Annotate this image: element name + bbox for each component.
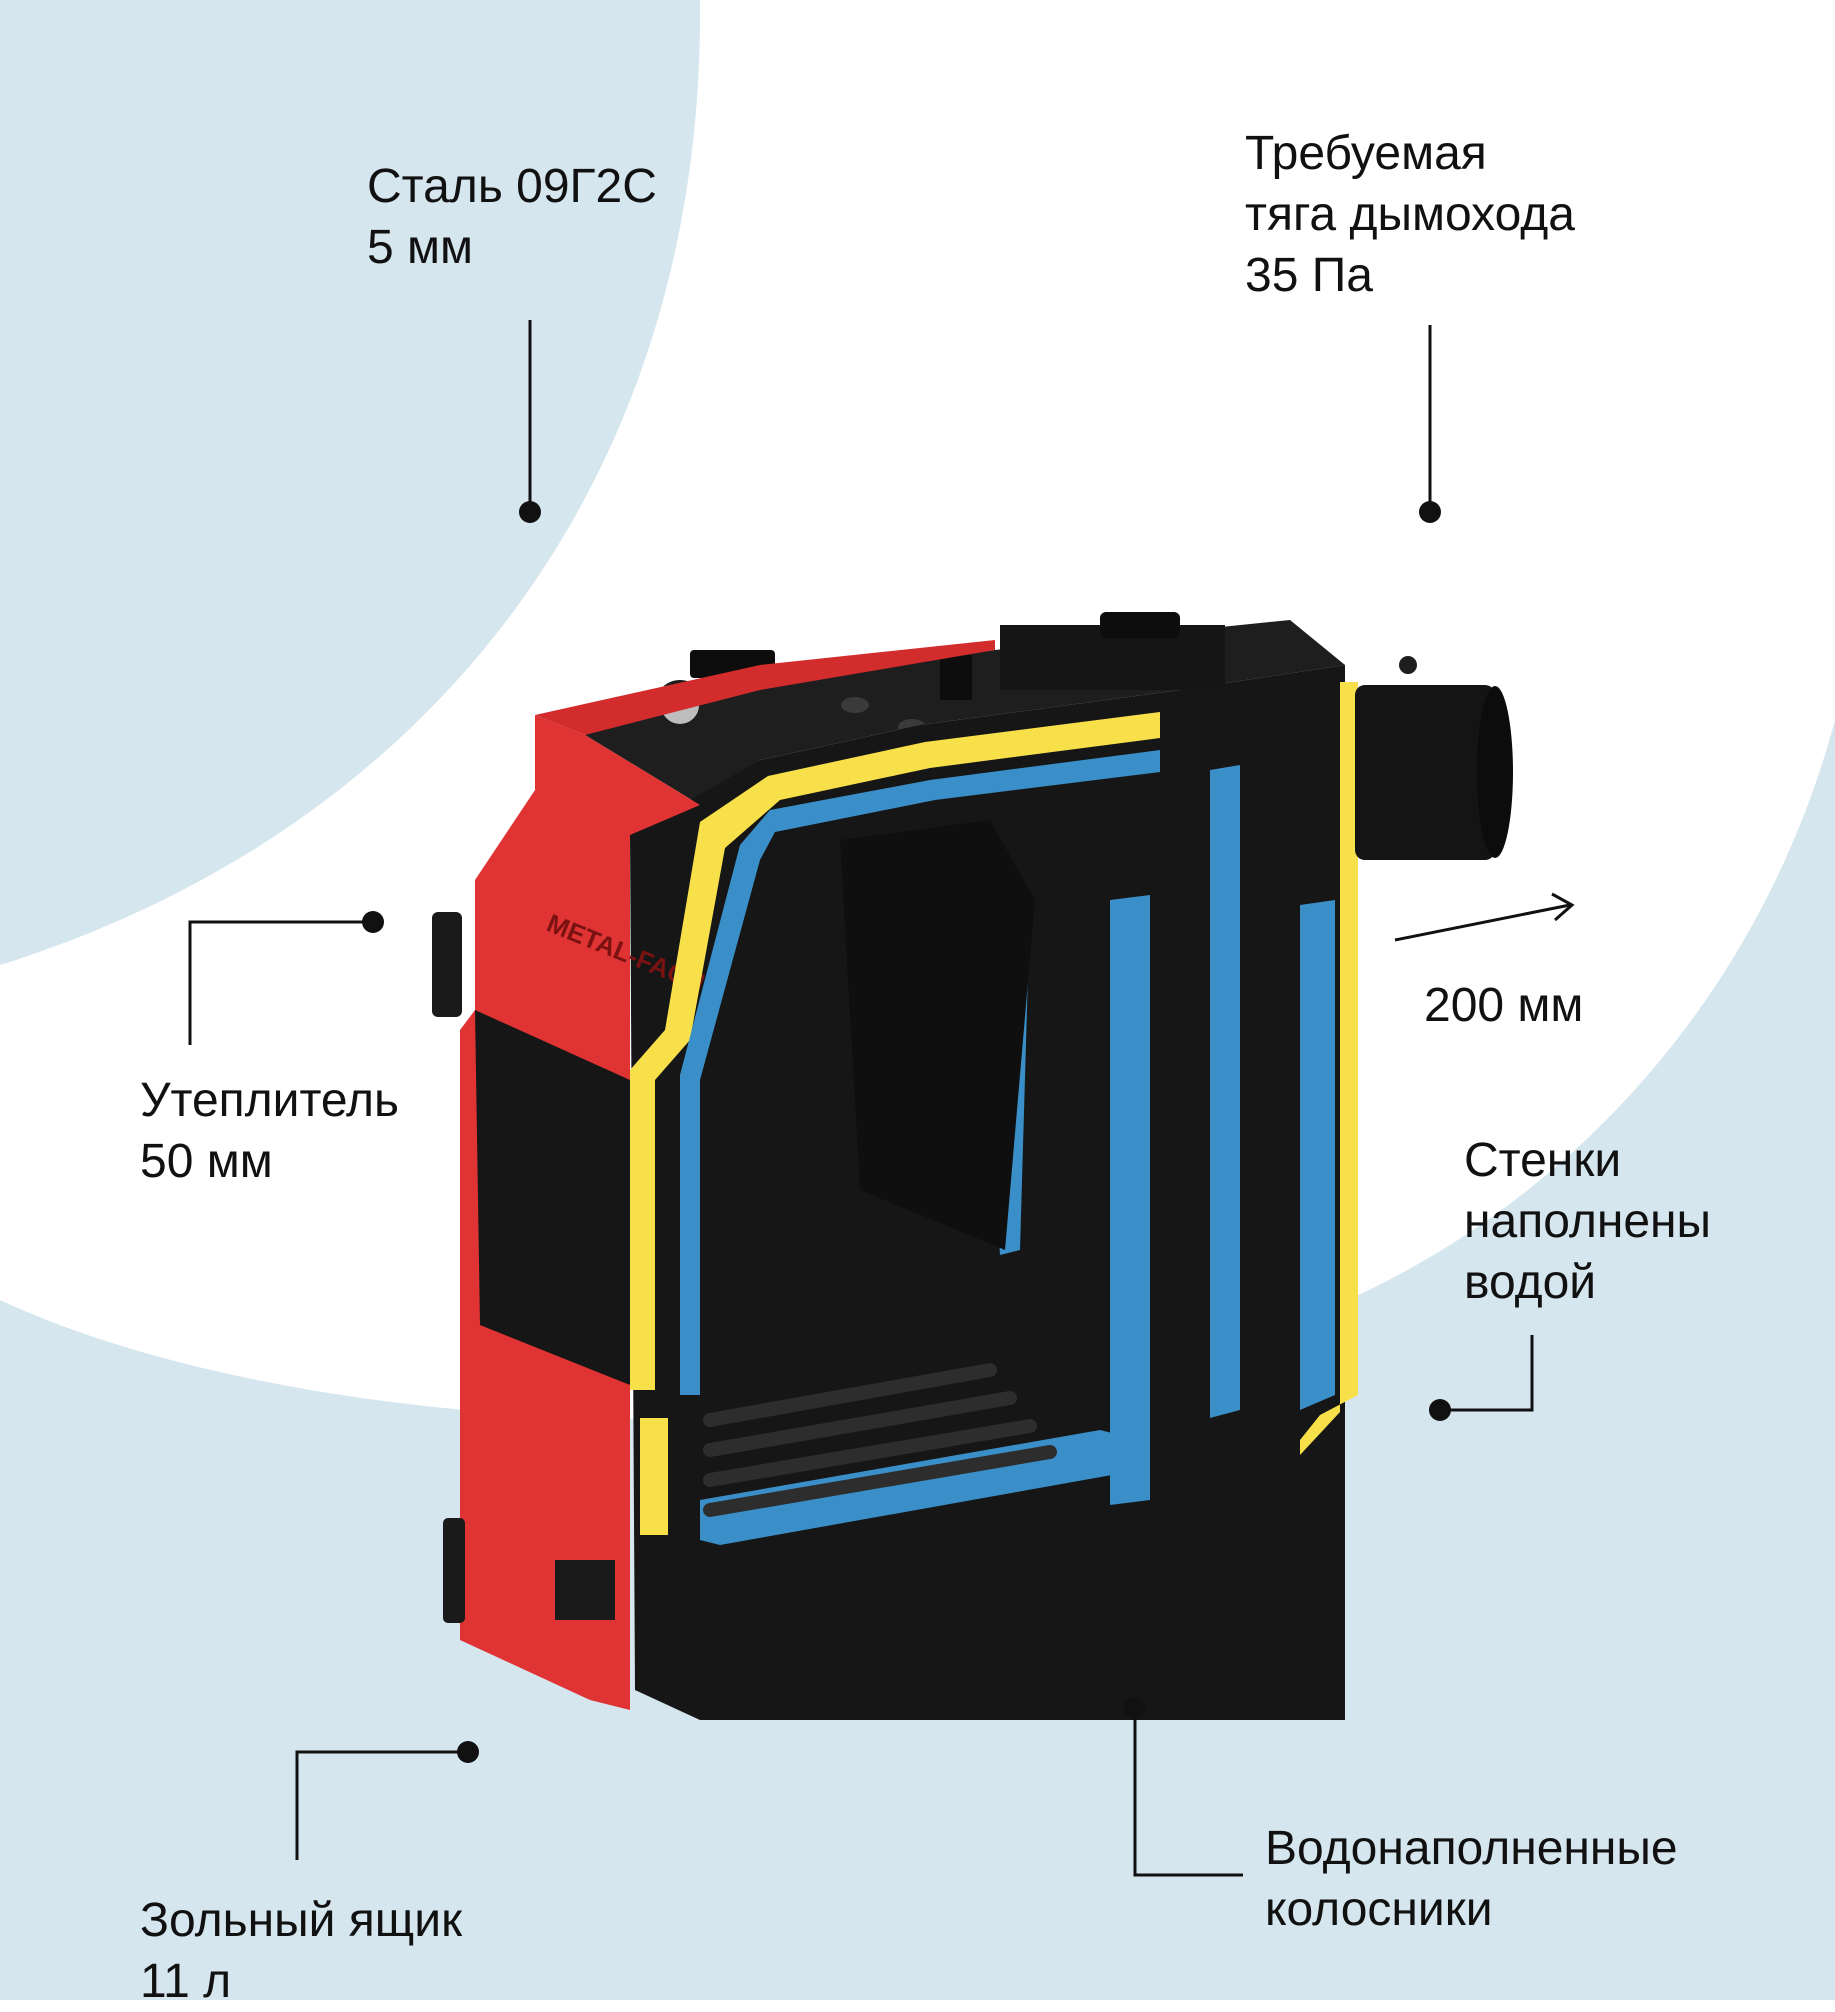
dot-marker	[457, 1741, 479, 1763]
boiler-top-handle	[1100, 612, 1180, 638]
label-line: 11 л	[140, 1955, 232, 2008]
label-line: колосники	[1265, 1883, 1493, 1936]
leader-line-ash	[295, 1750, 468, 1860]
leader-dots	[362, 501, 1451, 1763]
label-insulation: Утеплитель 50 мм	[140, 1070, 399, 1192]
label-line: Зольный ящик	[140, 1894, 463, 1947]
label-steel-thickness: Сталь 09Г2С 5 мм	[367, 156, 657, 278]
insulation-layer-right	[1300, 682, 1358, 1455]
label-line: Стенки	[1464, 1134, 1622, 1187]
boiler-cutaway: METAL-FACH	[432, 612, 1513, 1720]
label-line: водой	[1464, 1256, 1597, 1309]
dot-marker	[1429, 1399, 1451, 1421]
water-jacket-right	[1300, 900, 1335, 1410]
label-line: наполнены	[1464, 1195, 1712, 1248]
dot-marker	[1124, 1697, 1146, 1719]
label-ash-box: Зольный ящик 11 л	[140, 1890, 462, 2012]
dot-marker	[362, 911, 384, 933]
leader-line-insulation	[188, 920, 373, 1045]
label-line: Требуемая	[1245, 127, 1487, 180]
flue-arrow-line	[1394, 903, 1571, 942]
label-line: Сталь 09Г2С	[367, 160, 657, 213]
flue-pipe-end	[1477, 686, 1513, 858]
boiler-ash-handle	[443, 1518, 465, 1623]
leader-lines	[188, 320, 1575, 1877]
boiler-door-handle	[432, 912, 462, 1017]
label-line: Утеплитель	[140, 1074, 400, 1127]
insulation-layer-lower	[640, 1418, 668, 1535]
boiler-red-shell-top	[535, 640, 995, 735]
background-shape-right	[0, 720, 1835, 2000]
leader-line-grates	[1133, 1708, 1243, 1877]
dot-marker	[519, 501, 541, 523]
flue-damper-knob	[1399, 656, 1417, 674]
label-water-walls: Стенки наполнены водой	[1464, 1130, 1711, 1313]
label-line: тяга дымохода	[1245, 188, 1575, 241]
label-flue-diameter: 200 мм	[1424, 975, 1583, 1036]
flue-pipe	[1355, 685, 1495, 860]
water-jacket-rear	[1210, 765, 1240, 1418]
boiler-upper-door	[475, 1010, 630, 1385]
water-jacket-divider	[1110, 895, 1150, 1505]
label-line: Водонаполненные	[1265, 1822, 1678, 1875]
arrow-right-icon	[1551, 892, 1575, 922]
label-line: 5 мм	[367, 221, 474, 274]
leader-line-walls	[1440, 1335, 1534, 1412]
boiler-baffle-plate	[840, 820, 1035, 1250]
boiler-air-regulator	[555, 1560, 615, 1620]
label-line: 35 Па	[1245, 249, 1373, 302]
label-line: 50 мм	[140, 1135, 273, 1188]
label-line: 200 мм	[1424, 979, 1584, 1032]
label-water-grates: Водонаполненные колосники	[1265, 1818, 1678, 1940]
boiler-top-pipe	[940, 655, 972, 700]
label-chimney-draft: Требуемая тяга дымохода 35 Па	[1245, 123, 1575, 306]
background-shape-top-left	[0, 0, 701, 965]
grate-bars	[703, 1363, 1057, 1517]
boiler-top-fitting	[841, 697, 869, 713]
dot-marker	[1419, 501, 1441, 523]
